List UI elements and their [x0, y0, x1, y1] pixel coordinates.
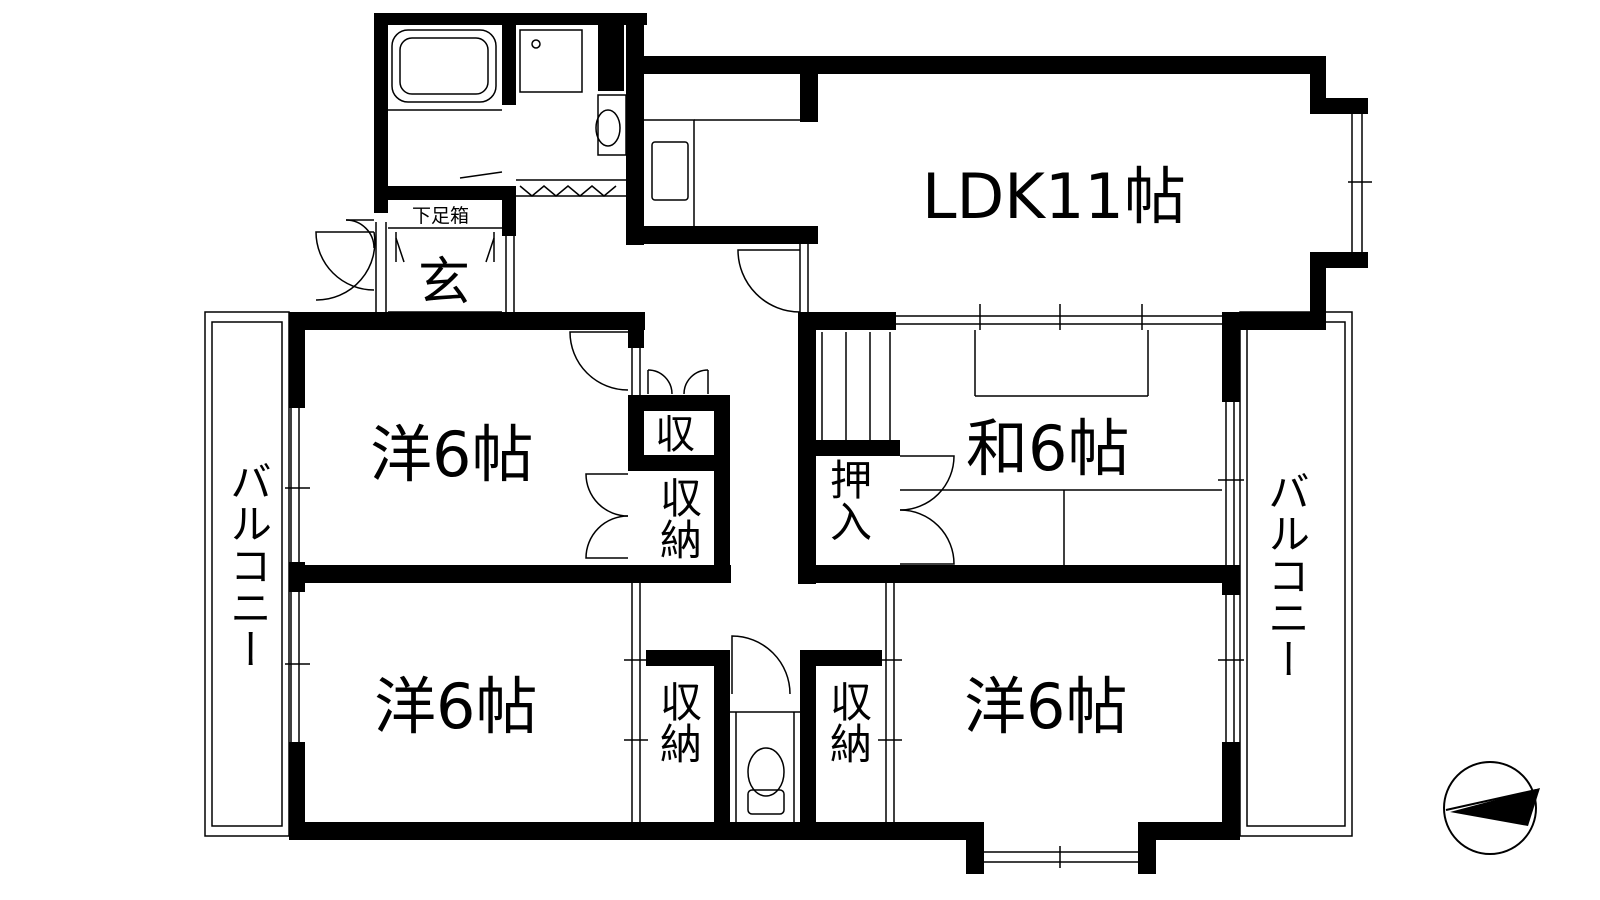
room-label-western-bottom-left: 洋6帖: [374, 670, 537, 743]
storage-label-small: 収: [655, 412, 695, 458]
room-label-ldk: LDK11帖: [922, 160, 1186, 233]
storage-label-closet-bottom-right: 収納: [824, 680, 873, 764]
room-label-western-top-left: 洋6帖: [370, 418, 533, 491]
windows-and-partitions: [285, 29, 1372, 868]
room-label-japanese: 和6帖: [966, 412, 1129, 485]
door-swings: [315, 219, 955, 695]
balcony-label-right: バルコニー: [1262, 470, 1311, 680]
storage-label-closet-top-left: 収納: [654, 476, 703, 560]
storage-label-oshiire: 押入: [824, 458, 873, 542]
walls: [289, 13, 1368, 874]
entrance-label: 玄: [418, 253, 470, 313]
storage-label-closet-bottom-left: 収納: [654, 680, 703, 764]
balcony-label-left: バルコニー: [224, 460, 273, 670]
room-label-western-bottom-right: 洋6帖: [964, 670, 1127, 743]
north-arrow-icon: [1443, 761, 1540, 855]
shoe-box-label: 下足箱: [412, 205, 469, 227]
